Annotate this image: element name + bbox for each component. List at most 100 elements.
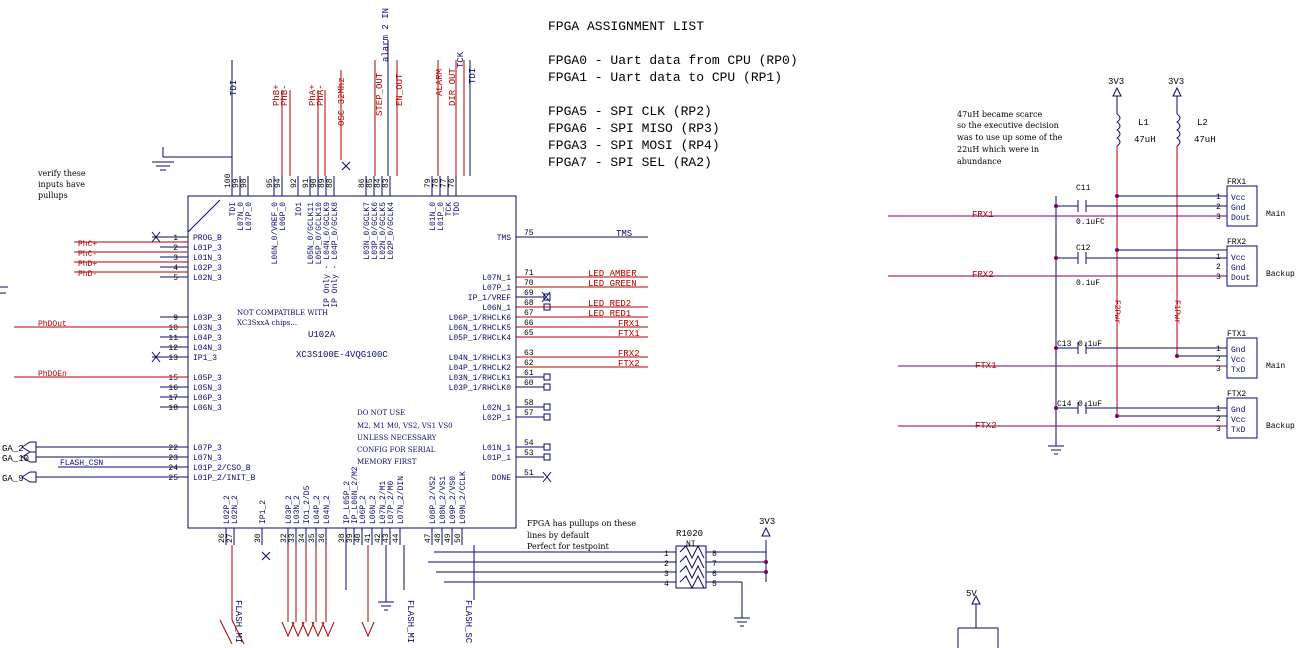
- nc-marker: [151, 351, 188, 363]
- pin-name: L02P_3: [193, 264, 222, 273]
- pin-number: 3: [1216, 425, 1221, 434]
- pin-name: IP_L06N_2/M2: [351, 466, 360, 524]
- pin-name: L04P_2: [313, 495, 322, 524]
- svg-text:Perfect for testpoint: Perfect for testpoint: [527, 542, 610, 551]
- chip-pin1-marker: [187, 199, 221, 233]
- pin-name: L01N_1: [482, 444, 511, 453]
- pin-name: L01P_2/CSO_B: [193, 464, 251, 473]
- power-section: 3V3 3V3 L1 47uH L2 47uH F2Pwr F1Pwr C11 …: [957, 77, 1227, 648]
- pin-number: 43: [382, 533, 391, 543]
- pin-number: 49: [444, 533, 453, 543]
- svg-text:47uH became scarce: 47uH became scarce: [957, 110, 1042, 119]
- pin-number: 88: [326, 178, 335, 188]
- pin-number: 33: [288, 533, 297, 543]
- pin-name: IP1_2: [259, 500, 268, 524]
- svg-text:C13: C13: [1057, 340, 1072, 349]
- svg-text:M2, M1 M0, VS2, VS1 VS0: M2, M1 M0, VS2, VS1 VS0: [357, 422, 453, 430]
- pin-number: 63: [524, 349, 534, 358]
- pin-number: 10: [168, 324, 178, 333]
- chip-ref: U102A: [308, 330, 336, 340]
- connector-pin-name: Gnd: [1231, 406, 1246, 415]
- pin-name: L08N_2/VS1: [439, 476, 448, 524]
- svg-text:FRX2: FRX2: [972, 270, 994, 280]
- pin-name: L02N_2: [231, 495, 240, 524]
- net-label-top: TDI: [468, 68, 478, 84]
- pin-name: L09N_2/CCLK: [459, 471, 468, 524]
- pin-name: L02N_0/GCLK5: [379, 202, 388, 260]
- pin-number: 1: [173, 234, 178, 243]
- pin-number: 51: [524, 469, 534, 478]
- svg-text:FRX1: FRX1: [972, 210, 994, 220]
- pin-number: 13: [168, 354, 178, 363]
- svg-text:so the executive decision: so the executive decision: [957, 121, 1059, 130]
- pin-number: 76: [448, 178, 457, 188]
- resnet-ref: R1020: [676, 529, 703, 539]
- note-verify: verify these inputs have pullups: [37, 169, 86, 200]
- svg-text:3V3: 3V3: [1108, 77, 1124, 87]
- pin-number: 3: [173, 254, 178, 263]
- pin-number: 92: [290, 178, 299, 188]
- svg-text:MEMORY FIRST: MEMORY FIRST: [357, 458, 417, 466]
- pin-name: L01P_3: [193, 244, 222, 253]
- pin-name: L06P_0: [279, 202, 288, 231]
- fpga-chip-u102a: U102A XC3S100E-4VQG100C NOT COMPATIBLE W…: [160, 173, 551, 545]
- pin-number: 79: [424, 178, 433, 188]
- chip-part: XC3S100E-4VQG100C: [296, 350, 388, 360]
- testpoint-marker: [543, 443, 551, 451]
- connector-pin-name: Dout: [1231, 274, 1250, 283]
- pin-number: 47: [424, 533, 433, 543]
- pin-number: 84: [374, 178, 383, 188]
- connector-ref: FRX2: [1227, 238, 1246, 247]
- connector-pin-name: Dout: [1231, 214, 1250, 223]
- svg-text:8: 8: [712, 550, 717, 559]
- net-label-top: PhA-: [316, 84, 326, 106]
- pin-name: L03N_3: [193, 324, 222, 333]
- pin-number: 44: [392, 533, 401, 543]
- svg-text:abundance: abundance: [957, 157, 1002, 166]
- svg-text:pullups: pullups: [38, 191, 68, 200]
- svg-text:4: 4: [664, 580, 669, 589]
- svg-text:FTX2: FTX2: [975, 421, 997, 431]
- connector-ref: FTX2: [1227, 390, 1246, 399]
- pin-number: 83: [382, 178, 391, 188]
- pin-name: L04N_2: [323, 495, 332, 524]
- pin-name: L01N_3: [193, 254, 222, 263]
- pin-name: L07N_2/M1: [379, 481, 388, 524]
- svg-text:UNLESS NECESSARY: UNLESS NECESSARY: [357, 434, 437, 442]
- pin-number: 1: [1216, 253, 1221, 262]
- pin-number: 2: [1216, 415, 1221, 424]
- pin-name: L07N_3: [193, 454, 222, 463]
- ground-symbol: [152, 147, 232, 171]
- pin-number: 3: [1216, 273, 1221, 282]
- assignment-line: FPGA7 - SPI SEL (RA2): [548, 155, 712, 170]
- pin-number: 2: [1216, 203, 1221, 212]
- net-label-top: PhB-: [280, 84, 290, 106]
- pin-name: L07N_0: [237, 202, 246, 231]
- pin-number: 99: [232, 178, 241, 188]
- pin-number: 3: [1216, 365, 1221, 374]
- svg-text:PhDOEn: PhDOEn: [38, 370, 67, 379]
- net-label-top: alarm 2 IN: [381, 8, 391, 62]
- connector-pin-name: Gnd: [1231, 346, 1246, 355]
- svg-text:7: 7: [712, 560, 717, 569]
- svg-text:PhD+: PhD+: [78, 260, 97, 269]
- connector-ref: FRX1: [1227, 178, 1246, 187]
- testpoint-marker: [543, 413, 551, 421]
- svg-text:XC3SxxA chips...: XC3SxxA chips...: [237, 319, 297, 327]
- pin-name: DONE: [492, 474, 511, 483]
- svg-text:C12: C12: [1076, 244, 1091, 253]
- svg-text:F1Pwr: F1Pwr: [1172, 300, 1181, 324]
- pin-name: TCK: [445, 202, 454, 217]
- pin-name: L06P_3: [193, 394, 222, 403]
- pin-name: L03P_3: [193, 314, 222, 323]
- pin-number: 54: [524, 439, 534, 448]
- pin-name: L06P_1/RHCLK6: [449, 314, 512, 323]
- pin-name: L02P_0/GCLK4: [387, 202, 396, 260]
- svg-text:was to use up some of the: was to use up some of the: [957, 133, 1063, 142]
- svg-text:verify these: verify these: [37, 169, 86, 178]
- svg-text:FRX2: FRX2: [618, 349, 640, 359]
- svg-text:LED_GREEN: LED_GREEN: [588, 279, 637, 289]
- connector-pin-name: Vcc: [1231, 356, 1246, 365]
- svg-text:PhC-: PhC-: [78, 250, 97, 259]
